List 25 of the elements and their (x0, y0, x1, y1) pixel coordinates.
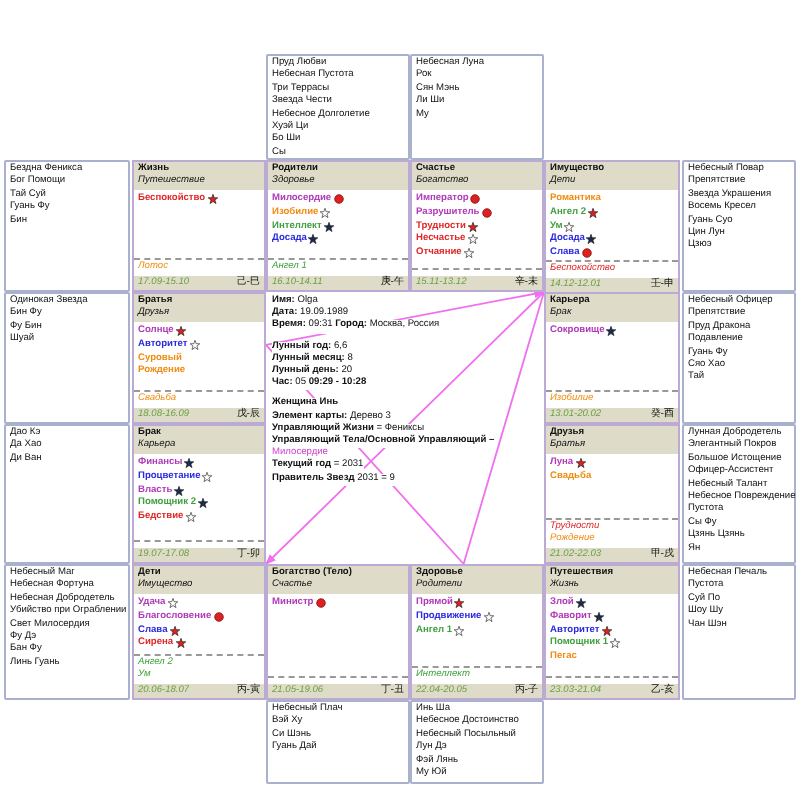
star-list-box (266, 54, 410, 160)
star-list-box (682, 292, 796, 424)
palace-cell (132, 424, 266, 564)
star-list-box (4, 564, 130, 700)
palace-cell (132, 292, 266, 424)
palace-cell (132, 160, 266, 292)
star-list-box (410, 54, 544, 160)
palace-cell (266, 160, 410, 292)
palace-cell (544, 292, 680, 424)
palace-cell (544, 160, 680, 292)
star-list-box (682, 160, 796, 292)
palace-cell (132, 564, 266, 700)
palace-cell (410, 564, 544, 700)
star-list-box (4, 160, 130, 292)
palace-cell (544, 424, 680, 564)
palace-cell (266, 564, 410, 700)
star-list-box (682, 564, 796, 700)
star-list-box (410, 700, 544, 784)
palace-cell (544, 564, 680, 700)
palace-cell (410, 160, 544, 292)
star-list-box (4, 424, 130, 564)
star-list-box (266, 700, 410, 784)
star-list-box (4, 292, 130, 424)
connector-line (462, 291, 545, 565)
star-list-box (682, 424, 796, 564)
